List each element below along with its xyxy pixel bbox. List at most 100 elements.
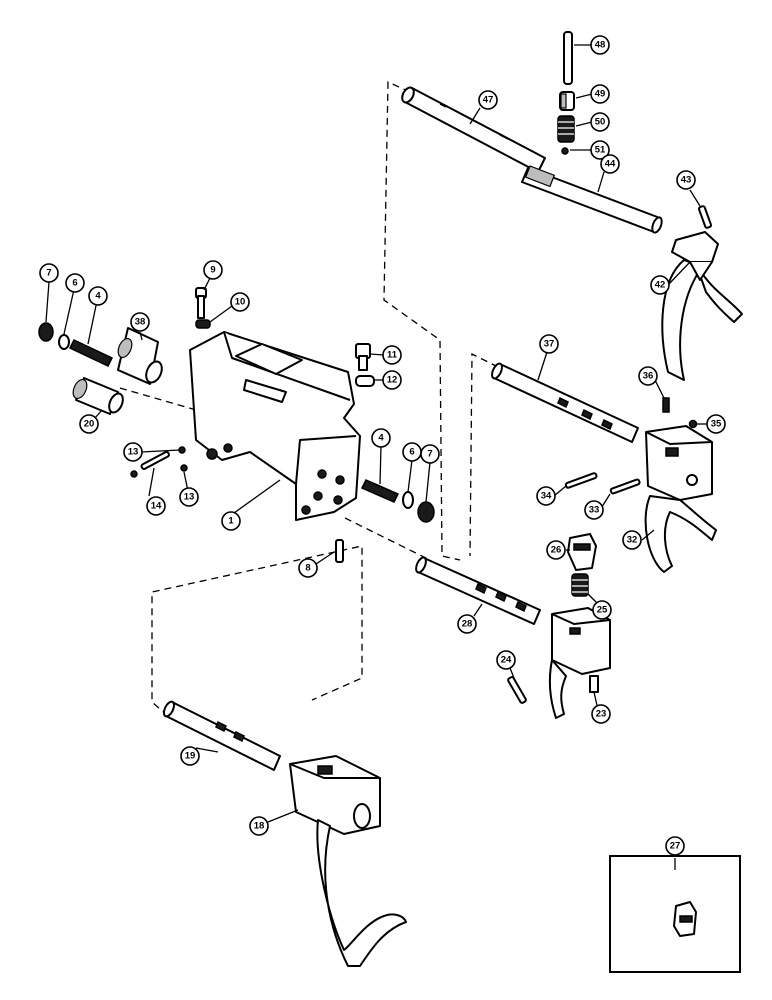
svg-text:24: 24: [501, 655, 512, 666]
callout-6-left: 6: [65, 273, 85, 293]
svg-text:50: 50: [595, 117, 606, 128]
svg-text:13: 13: [184, 492, 195, 503]
svg-text:10: 10: [235, 297, 246, 308]
guide-shaft-19: [151, 545, 363, 717]
callout-4-right: 4: [371, 428, 391, 448]
svg-text:35: 35: [711, 419, 722, 430]
svg-text:9: 9: [210, 265, 215, 276]
fork-42: [661, 231, 743, 381]
washer-6-left: [58, 334, 70, 350]
callout-10: 10: [230, 292, 250, 312]
callout-36: 36: [638, 366, 658, 386]
svg-text:6: 6: [409, 447, 414, 458]
pin-48: [563, 31, 573, 85]
sleeve-49: [559, 91, 575, 111]
spring-36: [662, 397, 670, 413]
pin-33: [609, 478, 641, 495]
callout-44: 44: [600, 154, 620, 174]
callout-7-left: 7: [39, 263, 59, 283]
callout-20: 20: [79, 414, 99, 434]
spring-50: [557, 115, 575, 143]
callout-51: 51: [590, 140, 610, 160]
callout-50: 50: [590, 112, 610, 132]
washer-6-right: [402, 491, 414, 509]
svg-text:48: 48: [595, 40, 606, 51]
bolt-9: [195, 287, 207, 319]
pin-14: [140, 450, 170, 470]
callout-14: 14: [146, 496, 166, 516]
svg-text:4: 4: [95, 291, 101, 302]
callout-43: 43: [676, 170, 696, 190]
svg-text:34: 34: [541, 491, 552, 502]
svg-text:8: 8: [305, 563, 310, 574]
ball-13-c: [130, 470, 138, 478]
fork-32: [644, 425, 717, 573]
ball-13-b: [180, 464, 188, 472]
spring-4-left: [68, 339, 114, 367]
sleeve-20: [72, 377, 124, 415]
callout-49: 49: [590, 84, 610, 104]
callout-48: 48: [590, 35, 610, 55]
washer-10: [195, 319, 211, 329]
callout-26: 26: [546, 540, 566, 560]
sleeve-38: [117, 327, 163, 385]
svg-text:7: 7: [427, 449, 432, 460]
svg-text:1: 1: [228, 516, 234, 527]
spring-4-right: [360, 479, 400, 503]
svg-text:19: 19: [185, 751, 196, 762]
svg-text:13: 13: [128, 447, 139, 458]
pin-8: [335, 539, 344, 563]
svg-text:33: 33: [589, 505, 600, 516]
nut-12: [355, 375, 375, 387]
callout-25: 25: [592, 600, 612, 620]
shaft-44: [521, 165, 663, 234]
guide-shaft-37: [469, 352, 499, 557]
callout-13-left: 13: [123, 442, 143, 462]
callout-18: 18: [249, 816, 269, 836]
callout-35: 35: [706, 414, 726, 434]
svg-text:43: 43: [681, 175, 692, 186]
pin-34: [564, 472, 598, 489]
inset-27: [609, 855, 741, 973]
callout-37: 37: [539, 334, 559, 354]
svg-text:7: 7: [46, 268, 51, 279]
svg-text:49: 49: [595, 89, 606, 100]
svg-text:36: 36: [643, 371, 654, 382]
svg-text:47: 47: [483, 95, 494, 106]
callout-24: 24: [496, 650, 516, 670]
callout-19: 19: [180, 746, 200, 766]
svg-text:32: 32: [627, 535, 638, 546]
ball-35: [688, 419, 698, 429]
shaft-19: [162, 700, 281, 771]
housing-1: [189, 331, 361, 521]
svg-text:14: 14: [151, 501, 162, 512]
svg-text:18: 18: [254, 821, 265, 832]
svg-text:12: 12: [387, 375, 398, 386]
callout-7-right: 7: [420, 444, 440, 464]
svg-text:4: 4: [378, 433, 384, 444]
callout-8: 8: [298, 558, 318, 578]
svg-text:25: 25: [597, 605, 608, 616]
shaft-47: [401, 86, 546, 173]
svg-text:44: 44: [605, 159, 616, 170]
svg-text:26: 26: [551, 545, 562, 556]
svg-text:38: 38: [135, 317, 146, 328]
svg-text:28: 28: [462, 619, 473, 630]
callout-38: 38: [130, 312, 150, 332]
pin-43: [697, 205, 713, 229]
svg-text:42: 42: [655, 280, 666, 291]
callout-32: 32: [622, 530, 642, 550]
plug-7-left: [38, 322, 54, 342]
callout-12: 12: [382, 370, 402, 390]
callout-23: 23: [591, 704, 611, 724]
svg-text:27: 27: [670, 841, 681, 852]
callout-33: 33: [584, 500, 604, 520]
callout-42: 42: [650, 275, 670, 295]
callout-4-left: 4: [88, 286, 108, 306]
callout-27: 27: [665, 836, 685, 856]
plunger-26: [567, 533, 597, 571]
svg-text:20: 20: [84, 419, 95, 430]
callout-34: 34: [536, 486, 556, 506]
bolt-11: [355, 343, 371, 371]
